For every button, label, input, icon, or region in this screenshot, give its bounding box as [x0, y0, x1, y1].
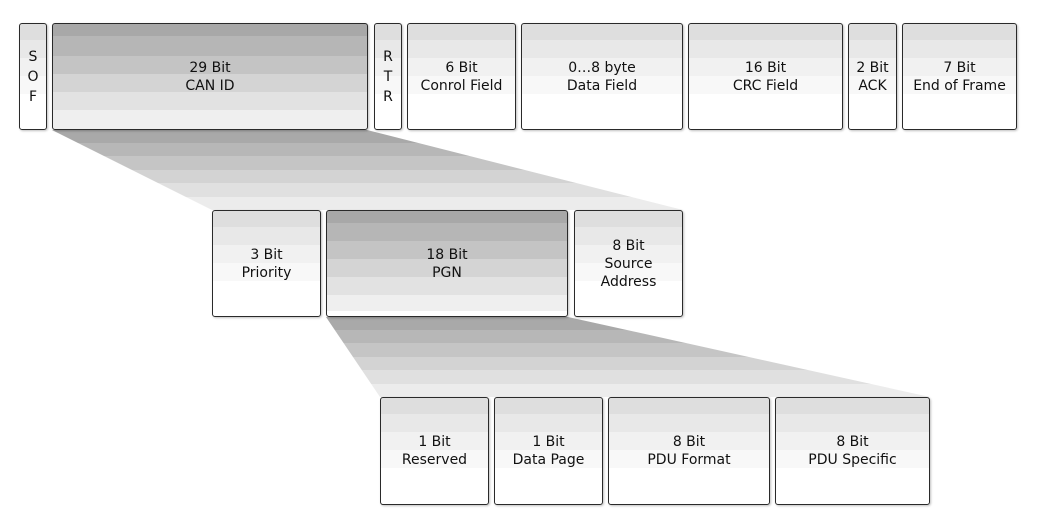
reserved-field: 1 Bit Reserved	[380, 397, 489, 505]
pdu-format-field: 8 Bit PDU Format	[608, 397, 770, 505]
crc-bits: 16 Bit	[744, 60, 787, 76]
pgn-expansion-fan	[326, 317, 930, 397]
control-label: Conrol Field	[420, 78, 503, 94]
rtr-letter-r1: R	[383, 48, 393, 65]
priority-label: Priority	[241, 264, 292, 281]
data-page-label: Data Page	[512, 452, 585, 468]
sof-letter-f: F	[28, 88, 38, 105]
sof-letter-s: S	[28, 48, 38, 65]
data-page-field: 1 Bit Data Page	[494, 397, 603, 505]
sof-letter-o: O	[27, 68, 39, 85]
pdu-specific-bits: 8 Bit	[836, 434, 869, 450]
pdu-specific-field: 8 Bit PDU Specific	[775, 397, 930, 505]
can-id-field: 29 Bit CAN ID	[52, 23, 368, 130]
pdu-format-label: PDU Format	[647, 452, 731, 468]
ack-field: 2 Bit ACK	[848, 23, 897, 130]
data-label: Data Field	[566, 78, 638, 94]
ack-bits: 2 Bit	[856, 60, 889, 76]
rtr-letter-r2: R	[383, 88, 393, 105]
source-label-line1: Source	[604, 255, 653, 272]
control-field: 6 Bit Conrol Field	[407, 23, 516, 130]
can-id-label: CAN ID	[185, 78, 235, 94]
source-bits: 8 Bit	[612, 237, 645, 254]
can-id-bits: 29 Bit	[189, 60, 231, 76]
data-field: 0…8 byte Data Field	[521, 23, 683, 130]
pdu-specific-label: PDU Specific	[808, 452, 897, 468]
rtr-field: R T R	[374, 23, 402, 130]
reserved-label: Reserved	[401, 452, 468, 468]
end-of-frame-field: 7 Bit End of Frame	[902, 23, 1017, 130]
data-page-bits: 1 Bit	[532, 434, 565, 450]
sof-field: S O F	[19, 23, 47, 130]
priority-bits: 3 Bit	[250, 246, 283, 263]
priority-field: 3 Bit Priority	[212, 210, 321, 317]
eof-label: End of Frame	[913, 78, 1006, 94]
pgn-bits: 18 Bit	[426, 246, 468, 263]
pgn-label: PGN	[432, 264, 462, 281]
crc-label: CRC Field	[732, 78, 799, 94]
rtr-letter-t: T	[383, 68, 393, 85]
eof-bits: 7 Bit	[943, 60, 976, 76]
reserved-bits: 1 Bit	[418, 434, 451, 450]
pgn-field: 18 Bit PGN	[326, 210, 568, 317]
control-bits: 6 Bit	[445, 60, 478, 76]
pdu-format-bits: 8 Bit	[672, 434, 706, 450]
source-address-field: 8 Bit Source Address	[574, 210, 683, 317]
ack-label: ACK	[858, 78, 887, 94]
can-id-expansion-fan	[52, 130, 683, 210]
source-label-line2: Address	[600, 273, 657, 290]
crc-field: 16 Bit CRC Field	[688, 23, 843, 130]
data-bytes: 0…8 byte	[568, 60, 636, 76]
